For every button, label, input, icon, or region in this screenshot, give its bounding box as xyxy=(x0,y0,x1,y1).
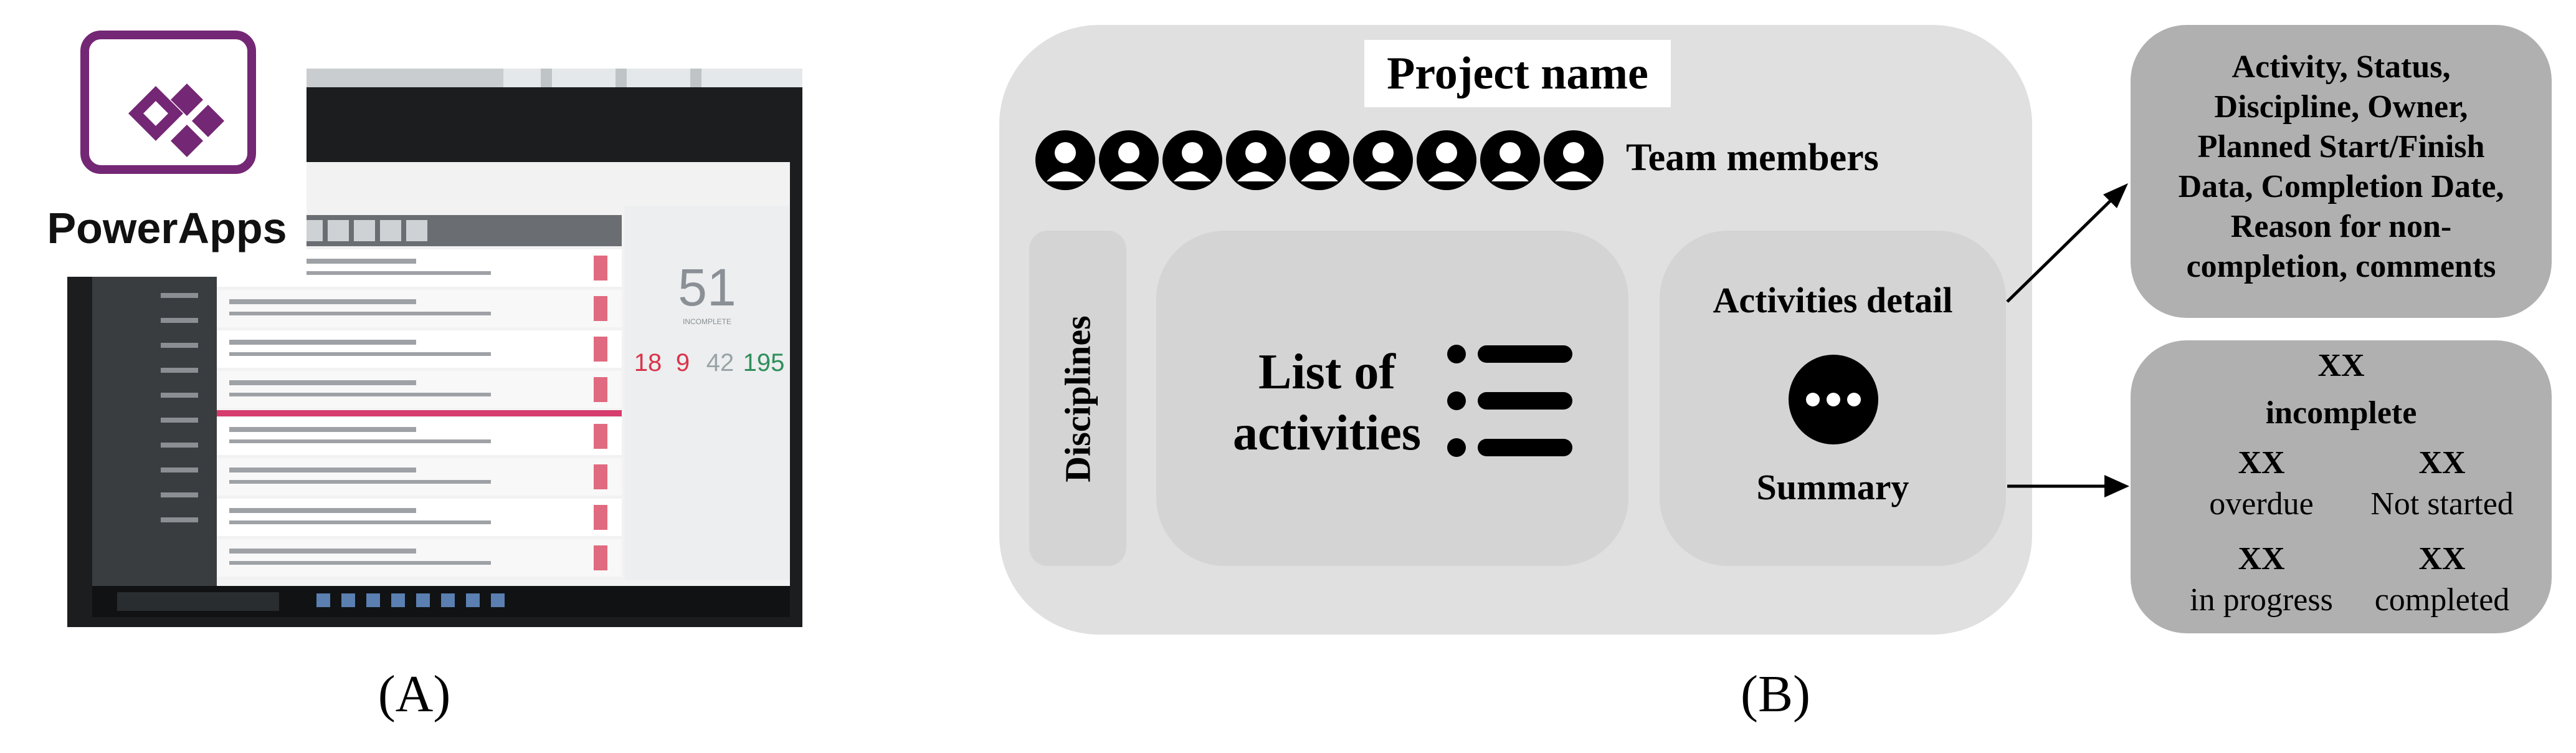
team-members-avatars xyxy=(1035,130,1604,190)
activities-list-line-2: activities xyxy=(1232,406,1422,461)
detail-field-line: Data, Completion Date, xyxy=(2178,169,2504,204)
total-incomplete-label: incomplete xyxy=(2265,395,2417,431)
detail-field-line: completion, comments xyxy=(2186,249,2496,284)
count-completed: 195 xyxy=(743,349,785,376)
summary-label: Summary xyxy=(1756,467,1909,507)
count-in-progress: 42 xyxy=(706,349,734,376)
detail-field-line: Discipline, Owner, xyxy=(2214,89,2468,125)
total-incomplete-value: XX xyxy=(2317,348,2365,383)
arrows xyxy=(2006,183,2129,497)
activities-list-line-1: List of xyxy=(1258,345,1395,400)
team-member-avatar-icon xyxy=(1353,130,1413,190)
detail-field-line: Activity, Status, xyxy=(2231,49,2451,85)
overdue-value: XX xyxy=(2238,445,2285,481)
monitor-photo-svg: 51 INCOMPLETE 18 9 42 195 xyxy=(67,69,802,627)
activities-detail-label: Activities detail xyxy=(1713,280,1953,320)
incomplete-count: 51 xyxy=(678,258,736,317)
completed-value: XX xyxy=(2418,541,2466,577)
powerapps-screen-photo: 51 INCOMPLETE 18 9 42 195 xyxy=(67,69,802,627)
arrow-to-fields xyxy=(2006,193,2118,303)
overdue-label: overdue xyxy=(2209,486,2314,522)
not-started-label: Not started xyxy=(2370,486,2514,522)
in-progress-label: in progress xyxy=(2190,582,2333,618)
disciplines-label: Disciplines xyxy=(1057,315,1098,482)
powerapps-logo-text: PowerApps xyxy=(47,204,287,252)
team-member-avatar-icon xyxy=(1544,130,1604,190)
incomplete-caption: INCOMPLETE xyxy=(683,317,731,326)
more-icon xyxy=(1789,355,1878,444)
team-member-avatar-icon xyxy=(1417,130,1476,190)
team-member-avatar-icon xyxy=(1162,130,1222,190)
team-member-avatar-icon xyxy=(1099,130,1159,190)
arrowhead-fields-icon xyxy=(2103,183,2128,208)
count-overdue: 18 xyxy=(634,349,662,376)
team-member-avatar-icon xyxy=(1480,130,1540,190)
powerapps-logo: PowerApps xyxy=(27,24,307,277)
count-not-started: 9 xyxy=(676,349,690,376)
activities-list-label: List of activities xyxy=(1209,342,1445,464)
arrowhead-stats-icon xyxy=(2104,475,2129,497)
project-name: Project name xyxy=(1364,40,1671,107)
panel-b-label: (B) xyxy=(1741,665,1810,723)
team-members-label: Team members xyxy=(1626,137,1879,179)
list-icon xyxy=(1447,345,1572,457)
detail-field-line: Reason for non- xyxy=(2230,209,2452,244)
team-member-avatar-icon xyxy=(1226,130,1286,190)
detail-fields-box xyxy=(2131,25,2552,318)
team-member-avatar-icon xyxy=(1035,130,1095,190)
detail-fields-list: Activity, Status, Discipline, Owner, Pla… xyxy=(2131,47,2552,287)
powerapps-logo-icon: PowerApps xyxy=(47,31,287,252)
disciplines-panel xyxy=(1029,231,1126,566)
summary-stats-box xyxy=(2131,340,2552,633)
detail-field-line: Planned Start/Finish xyxy=(2197,129,2485,165)
not-started-value: XX xyxy=(2418,445,2466,481)
completed-label: completed xyxy=(2374,582,2510,618)
panel-a-label: (A) xyxy=(378,665,451,723)
in-progress-value: XX xyxy=(2238,541,2285,577)
team-member-avatar-icon xyxy=(1290,130,1349,190)
